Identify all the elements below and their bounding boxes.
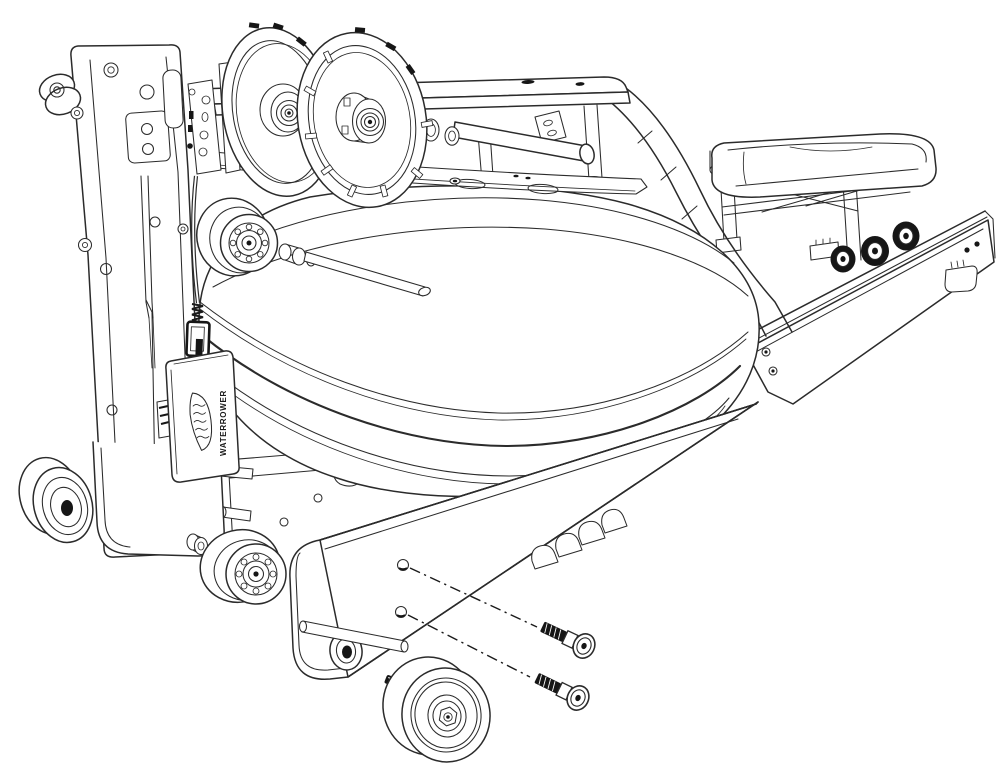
bolt-leader-lines bbox=[407, 567, 538, 678]
front-leg bbox=[289, 401, 759, 689]
platform-hole bbox=[313, 493, 323, 503]
frame-fins bbox=[531, 508, 628, 570]
bungee-pulley-lower bbox=[186, 529, 287, 605]
clutch-hub bbox=[335, 92, 387, 144]
handle-tube bbox=[452, 121, 595, 165]
bungee-rod bbox=[140, 175, 156, 369]
wheel-axle-rod bbox=[298, 620, 409, 653]
top-roller bbox=[38, 73, 82, 116]
seat-wheel bbox=[830, 245, 856, 273]
bungee-pulley-upper bbox=[177, 197, 279, 277]
transport-caster-left bbox=[18, 456, 94, 544]
rail-hole bbox=[964, 247, 970, 253]
ring-tabs bbox=[303, 50, 434, 198]
seat-wheel bbox=[892, 221, 920, 251]
platform-hole bbox=[279, 517, 289, 527]
rail-bolts bbox=[761, 347, 778, 376]
seat bbox=[709, 133, 937, 273]
cable-spring bbox=[191, 303, 204, 324]
deck-slot bbox=[527, 183, 559, 195]
socket-head-bolt-2 bbox=[530, 665, 594, 715]
socket-head-bolt-1 bbox=[536, 614, 600, 663]
flywheel-ring bbox=[296, 27, 434, 209]
seat-wheel bbox=[861, 236, 889, 266]
bolt-hole bbox=[394, 605, 408, 619]
dowel-pin bbox=[219, 506, 252, 522]
cable-plug bbox=[185, 320, 211, 358]
seat-rail bbox=[739, 210, 996, 405]
brand-label: WATERROWER bbox=[219, 390, 228, 456]
mount-strip bbox=[187, 79, 222, 175]
seat-pad bbox=[709, 133, 937, 198]
wave-logo bbox=[189, 392, 213, 451]
monitor-module: WATERROWER bbox=[156, 350, 240, 483]
tank-top-rim bbox=[232, 197, 735, 264]
front-transport-wheel bbox=[382, 656, 491, 763]
rail-hole bbox=[974, 241, 980, 247]
rail-foot bbox=[944, 259, 978, 293]
bolt-hole bbox=[396, 558, 410, 572]
tower-bracket bbox=[125, 110, 171, 164]
pivot-rod bbox=[278, 243, 431, 297]
monitor-cable bbox=[185, 175, 211, 358]
deck-brace bbox=[534, 110, 567, 144]
